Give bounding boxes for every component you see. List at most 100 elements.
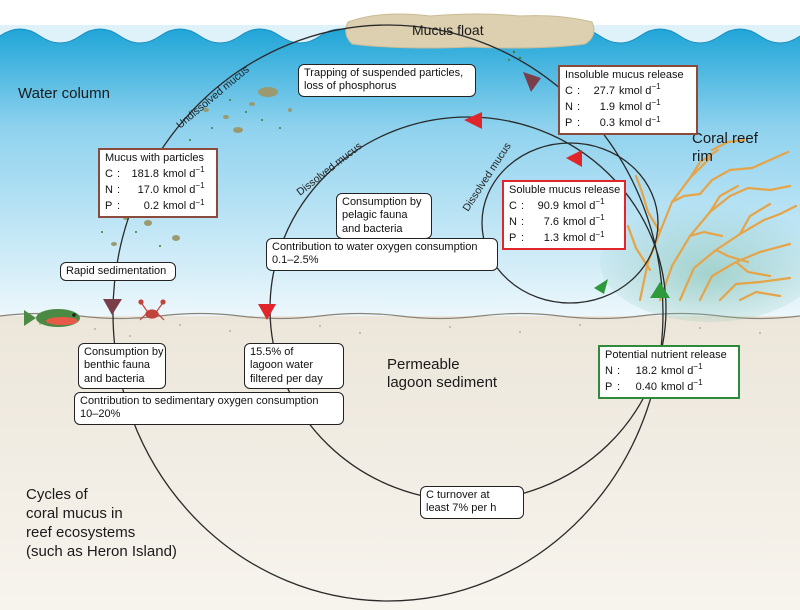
cycles-title-line-3: reef ecosystems	[26, 523, 136, 541]
trapping-line-2: loss of phosphorus	[304, 80, 397, 93]
pelagic-line-1: Consumption by	[342, 196, 422, 208]
unit-exponent: −1	[651, 114, 661, 124]
element-value: 17.0	[137, 184, 159, 197]
pelagic-line-3: and bacteria	[342, 222, 403, 235]
mucus-particles-title: Mucus with particles	[105, 152, 205, 164]
element-unit: kmol d	[661, 381, 694, 394]
cycles-title-label: Cycles of coral mucus in reef ecosystems…	[26, 486, 177, 562]
pelagic-consumption-box: Consumption by pelagic fauna and bacteri…	[336, 193, 432, 240]
c-turnover-line-2: least 7% per h	[426, 502, 497, 515]
dissolved-inner-arrow-icon	[566, 150, 582, 167]
soluble-title: Soluble mucus release	[509, 184, 621, 196]
element-unit: kmol d	[619, 101, 652, 114]
element-value: 7.6	[543, 216, 559, 229]
element-unit: kmol d	[163, 184, 196, 197]
element-symbol: P	[605, 381, 613, 394]
dissolved-down-arrow-icon	[258, 304, 276, 320]
element-symbol: N	[605, 365, 613, 378]
green-small-arrow-icon	[594, 279, 608, 294]
c-turnover-line-1: C turnover at	[426, 489, 490, 501]
separator: :	[521, 216, 525, 229]
lagoon-water-line-2: lagoon water	[250, 359, 313, 372]
unit-exponent: −1	[651, 98, 661, 108]
water-oxygen-line-2: 0.1–2.5%	[272, 254, 319, 267]
separator: :	[521, 232, 525, 245]
separator: :	[521, 200, 525, 213]
lagoon-water-line-3: filtered per day	[250, 372, 323, 385]
element-unit: kmol d	[563, 216, 596, 229]
separator: :	[577, 117, 581, 130]
insoluble-arrow-icon	[523, 72, 541, 92]
separator: :	[577, 101, 581, 114]
green-up-arrow-icon	[650, 282, 670, 298]
coral-icon	[626, 138, 798, 302]
benthic-line-3: and bacteria	[84, 372, 145, 385]
benthic-line-2: benthic fauna	[84, 359, 151, 372]
lagoon-water-line-1: 15.5% of	[250, 346, 294, 358]
element-symbol: C	[509, 200, 517, 213]
element-value: 181.8	[131, 168, 159, 181]
unit-exponent: −1	[595, 229, 605, 239]
water-column-label: Water column	[18, 85, 110, 102]
permeable-sediment-line-1: Permeable	[387, 356, 460, 373]
element-unit: kmol d	[563, 200, 596, 213]
crab-icon	[138, 299, 166, 321]
element-unit: kmol d	[563, 232, 596, 245]
cycles-title-line-1: Cycles of	[26, 486, 88, 503]
element-value: 0.2	[143, 200, 159, 213]
permeable-sediment-label: Permeable lagoon sediment	[387, 356, 497, 393]
sediment-texture	[39, 323, 761, 337]
pelagic-line-2: pelagic fauna	[342, 209, 408, 222]
insoluble-title: Insoluble mucus release	[565, 69, 684, 81]
water-oxygen-line-1: Contribution to water oxygen consumption	[272, 241, 478, 253]
separator: :	[117, 200, 121, 213]
rapid-sedimentation-text: Rapid sedimentation	[66, 265, 167, 277]
element-symbol: C	[105, 168, 113, 181]
element-symbol: N	[509, 216, 517, 229]
element-symbol: N	[105, 184, 113, 197]
unit-exponent: −1	[693, 362, 703, 372]
benthic-consumption-box: Consumption by benthic fauna and bacteri…	[78, 343, 166, 390]
unit-exponent: −1	[651, 82, 661, 92]
element-symbol: P	[509, 232, 517, 245]
element-value: 0.3	[599, 117, 615, 130]
unit-exponent: −1	[693, 378, 703, 388]
element-symbol: P	[565, 117, 573, 130]
permeable-sediment-line-2: lagoon sediment	[387, 374, 498, 392]
element-unit: kmol d	[661, 365, 694, 378]
coral-reef-rim-line-1: Coral reef	[692, 130, 758, 147]
element-value: 27.7	[593, 85, 615, 98]
dissolved-inner-cycle-path	[481, 142, 659, 304]
separator: :	[117, 168, 121, 181]
unit-exponent: −1	[595, 197, 605, 207]
mucus-float-label: Mucus float	[412, 22, 484, 38]
element-symbol: N	[565, 101, 573, 114]
trapping-box: Trapping of suspended particles, loss of…	[298, 64, 476, 97]
sedimentary-oxygen-line-1: Contribution to sedimentary oxygen consu…	[80, 395, 319, 407]
coral-reef-rim-line-2: rim	[692, 148, 713, 166]
element-value: 1.9	[599, 101, 615, 114]
unit-exponent: −1	[195, 181, 205, 191]
cycles-title-line-4: (such as Heron Island)	[26, 542, 177, 560]
particle-specks	[101, 50, 522, 247]
dissolved-outer-arrow-icon	[464, 112, 482, 129]
element-value: 90.9	[537, 200, 559, 213]
trapping-line-1: Trapping of suspended particles,	[304, 67, 464, 79]
element-value: 18.2	[635, 365, 657, 378]
separator: :	[117, 184, 121, 197]
water-oxygen-box: Contribution to water oxygen consumption…	[266, 238, 498, 271]
value-row: N: 1.9 kmol d−1	[565, 98, 691, 114]
